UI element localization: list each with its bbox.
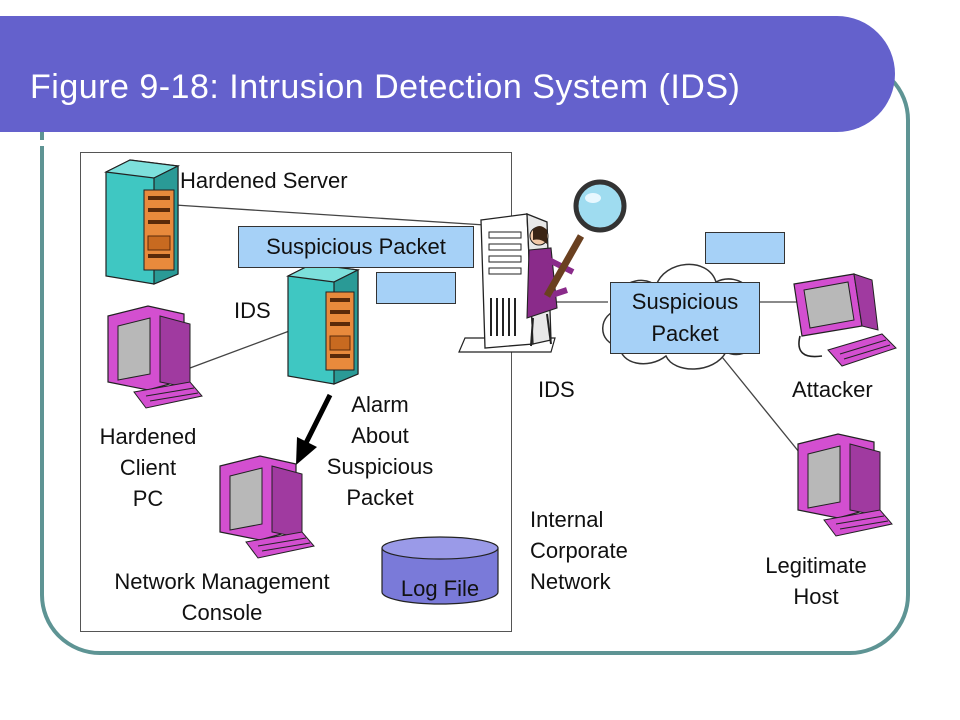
cloud-packet-line-2: Packet (651, 321, 719, 346)
title-banner: Figure 9-18: Intrusion Detection System … (0, 16, 895, 146)
client-label: Hardened Client PC (78, 421, 218, 514)
link-cloud-legit (717, 351, 813, 469)
alarm-line-3: Suspicious (326, 454, 434, 479)
internal-line-3: Network (530, 569, 611, 594)
legitimate-host-pc-icon (797, 433, 893, 537)
legit-line-2: Host (793, 584, 839, 609)
suspicious-packet-inner: Suspicious Packet (238, 226, 474, 268)
network-ids-investigator-icon (458, 179, 627, 353)
link-server-ids (174, 204, 486, 226)
internal-line-2: Corporate (530, 538, 628, 563)
client-line-3: PC (132, 486, 164, 511)
alarm-line-1: Alarm (351, 392, 409, 417)
alarm-label: Alarm About Suspicious Packet (310, 389, 450, 513)
legitimate-host-label: Legitimate Host (746, 550, 886, 612)
host-ids-server-icon (285, 263, 361, 385)
alarm-line-2: About (351, 423, 409, 448)
internal-network-label: Internal Corporate Network (530, 504, 628, 597)
hardened-server-icon (103, 159, 181, 285)
empty-packet-inner (376, 272, 456, 304)
console-line-1: Network Management (114, 569, 330, 594)
alarm-arrow-head (296, 437, 317, 465)
console-label: Network Management Console (82, 566, 362, 628)
link-client-hostids (189, 329, 293, 369)
alarm-line-4: Packet (346, 485, 414, 510)
legit-line-1: Legitimate (765, 553, 867, 578)
internal-line-1: Internal (530, 507, 604, 532)
hardened-server-label: Hardened Server (180, 168, 348, 193)
client-line-2: Client (119, 455, 177, 480)
log-file-label: Log File (400, 576, 480, 601)
alarm-arrow-shaft (303, 393, 333, 445)
attacker-label: Attacker (792, 377, 873, 402)
host-ids-label: IDS (234, 298, 271, 323)
title-underline (0, 140, 848, 146)
hardened-client-pc-icon (107, 305, 203, 409)
cloud-packet-line-1: Suspicious (631, 289, 739, 314)
attacker-pc-icon (793, 273, 897, 367)
suspicious-packet-cloud: Suspicious Packet (610, 282, 760, 354)
client-line-1: Hardened (99, 424, 197, 449)
log-file-cylinder-icon (381, 536, 499, 605)
empty-packet-cloud (705, 232, 785, 264)
network-ids-label: IDS (538, 377, 575, 402)
management-console-pc-icon (219, 455, 315, 559)
console-line-2: Console (181, 600, 263, 625)
slide-title: Figure 9-18: Intrusion Detection System … (30, 68, 741, 106)
